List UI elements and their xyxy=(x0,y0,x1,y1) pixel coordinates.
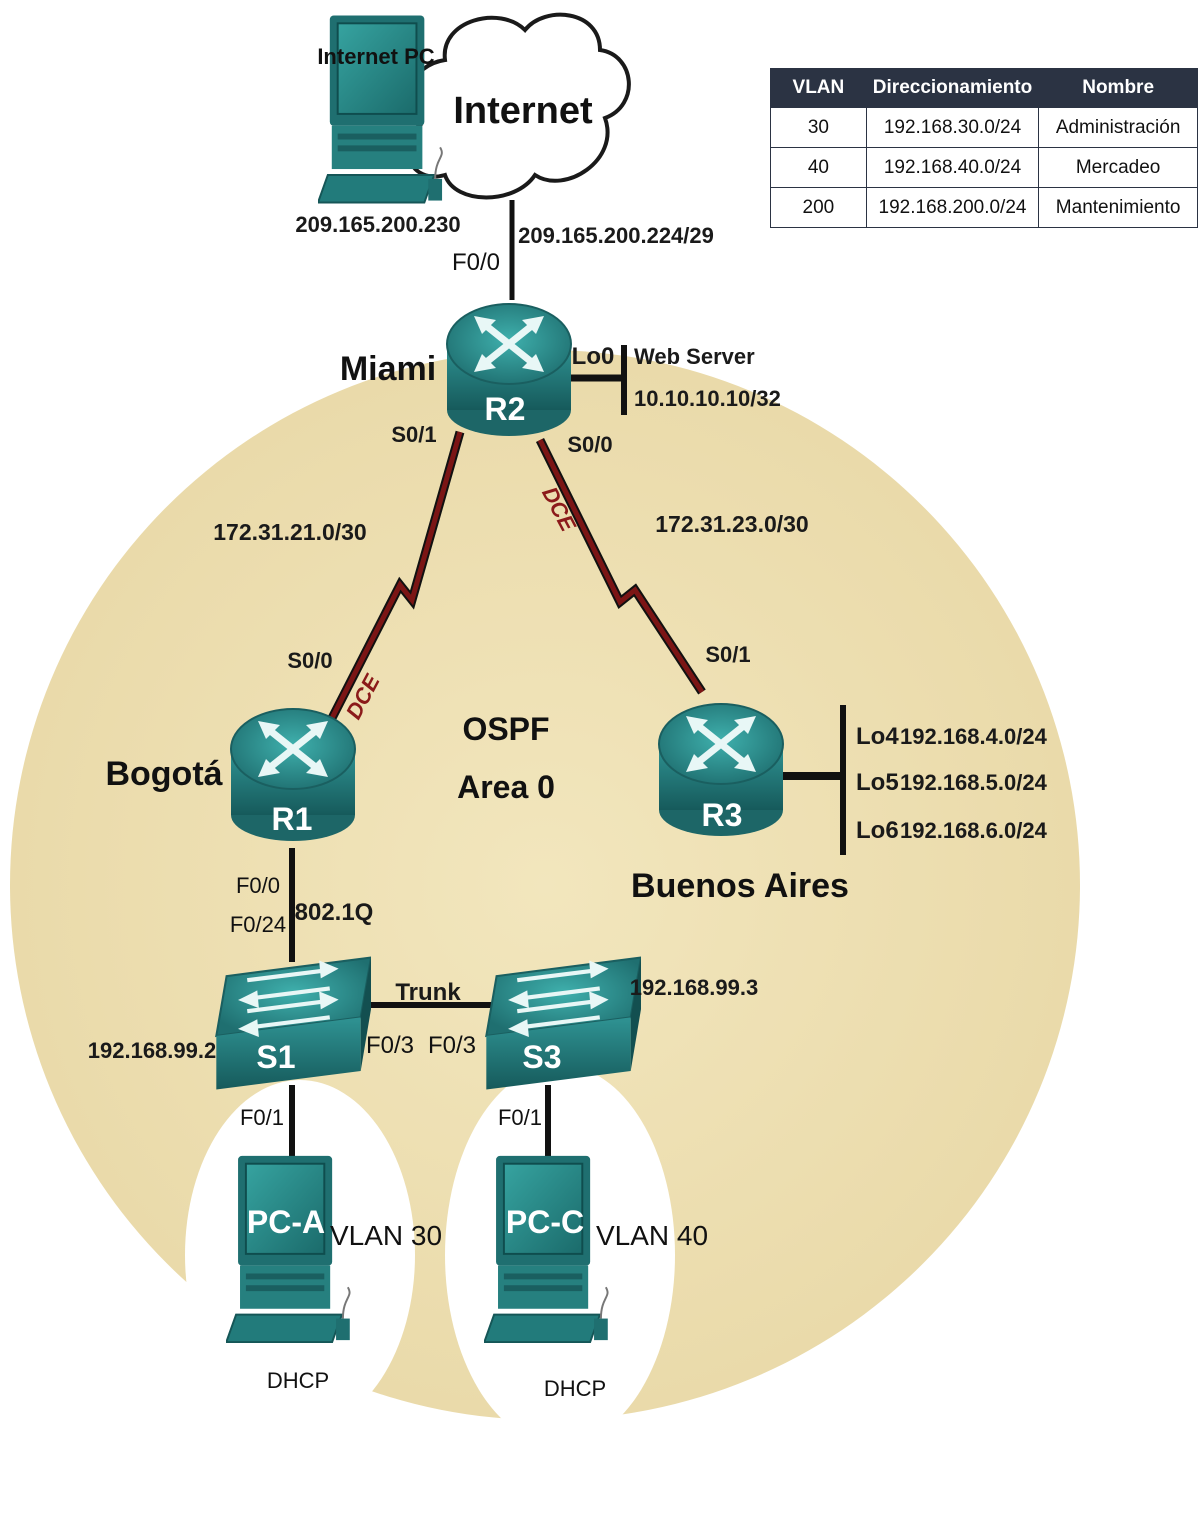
s1-name: S1 xyxy=(256,1039,295,1075)
vlan-id-cell: 200 xyxy=(770,187,867,228)
r2-if-f00: F0/0 xyxy=(452,249,500,276)
r2-city: Miami xyxy=(340,350,436,388)
r1-if-f00: F0/0 xyxy=(236,873,280,898)
r1-city: Bogotá xyxy=(105,755,222,793)
vlan-net-cell: 192.168.40.0/24 xyxy=(866,147,1040,188)
r3-city: Buenos Aires xyxy=(631,867,849,905)
pc-c-name: PC-C xyxy=(506,1204,584,1240)
vlan-name-cell: Administración xyxy=(1038,107,1198,148)
r3-lo5-name: Lo5 xyxy=(856,769,899,796)
pc-a-dhcp: DHCP xyxy=(267,1368,329,1393)
ospf-label-line1: OSPF xyxy=(462,711,549,747)
web-server-ip: 10.10.10.10/32 xyxy=(634,386,781,411)
vlan-id-cell: 30 xyxy=(770,107,867,148)
s1-ip: 192.168.99.2 xyxy=(88,1038,216,1063)
pc-a-name: PC-A xyxy=(247,1204,325,1240)
vlan-table-header-name: Nombre xyxy=(1038,68,1198,108)
pc-c-icon xyxy=(484,1154,609,1344)
vlan-name-cell: Mantenimiento xyxy=(1038,187,1198,228)
internet-pc-label: Internet PC xyxy=(317,44,434,69)
r3-lo4-name: Lo4 xyxy=(856,723,899,750)
trunk-label: Trunk xyxy=(395,979,461,1006)
r3-lo4-net: 192.168.4.0/24 xyxy=(900,724,1048,749)
dot1q-label: 802.1Q xyxy=(295,899,374,926)
table-row: 200 192.168.200.0/24 Mantenimiento xyxy=(770,187,1198,228)
vlan-table: VLAN Direccionamiento Nombre 30 192.168.… xyxy=(770,68,1198,228)
r3-lo6-name: Lo6 xyxy=(856,817,899,844)
r3-name: R3 xyxy=(702,797,743,833)
r3-if-s01: S0/1 xyxy=(705,642,750,667)
r2-if-s01: S0/1 xyxy=(391,422,436,447)
table-row: 30 192.168.30.0/24 Administración xyxy=(770,107,1198,148)
vlan-net-cell: 192.168.200.0/24 xyxy=(866,187,1040,228)
r2-if-s00: S0/0 xyxy=(567,432,612,457)
s1-if-f01: F0/1 xyxy=(240,1105,284,1130)
vlan-name-cell: Mercadeo xyxy=(1038,147,1198,188)
r1-r2-net: 172.31.21.0/30 xyxy=(213,519,366,545)
pc-c-vlan: VLAN 40 xyxy=(596,1220,708,1251)
table-row: 40 192.168.40.0/24 Mercadeo xyxy=(770,147,1198,188)
r3-lo6-net: 192.168.6.0/24 xyxy=(900,818,1048,843)
vlan-net-cell: 192.168.30.0/24 xyxy=(866,107,1040,148)
internet-pc-ip: 209.165.200.230 xyxy=(295,212,460,237)
vlan-table-header-vlan: VLAN xyxy=(770,68,867,108)
switch-s3-icon xyxy=(486,958,641,1090)
r3-lo5-net: 192.168.5.0/24 xyxy=(900,770,1048,795)
link-r1-r2-serial-inner xyxy=(327,431,463,724)
internet-cloud-label: Internet xyxy=(453,90,593,132)
ospf-label-line2: Area 0 xyxy=(457,769,555,805)
r1-name: R1 xyxy=(272,801,313,837)
vlan-id-cell: 40 xyxy=(770,147,867,188)
r1-if-s00: S0/0 xyxy=(287,648,332,673)
pc-a-vlan: VLAN 30 xyxy=(330,1220,442,1251)
s1-if-f024: F0/24 xyxy=(230,912,286,937)
link-r2-r3-serial-inner xyxy=(537,438,705,694)
pc-c-dhcp: DHCP xyxy=(544,1376,606,1401)
vlan-table-header-row: VLAN Direccionamiento Nombre xyxy=(770,68,1198,108)
r2-r3-net: 172.31.23.0/30 xyxy=(655,511,808,537)
vlan-table-header-addressing: Direccionamiento xyxy=(865,68,1040,108)
s1-if-f03: F0/3 xyxy=(366,1032,414,1059)
internet-link-net: 209.165.200.224/29 xyxy=(518,223,714,248)
s3-if-f01: F0/1 xyxy=(498,1105,542,1130)
s3-ip: 192.168.99.3 xyxy=(630,975,758,1000)
r2-name: R2 xyxy=(485,391,526,427)
r2-if-lo0: Lo0 xyxy=(572,343,615,370)
s3-if-f03: F0/3 xyxy=(428,1032,476,1059)
web-server-label: Web Server xyxy=(634,344,755,369)
s3-name: S3 xyxy=(522,1039,561,1075)
